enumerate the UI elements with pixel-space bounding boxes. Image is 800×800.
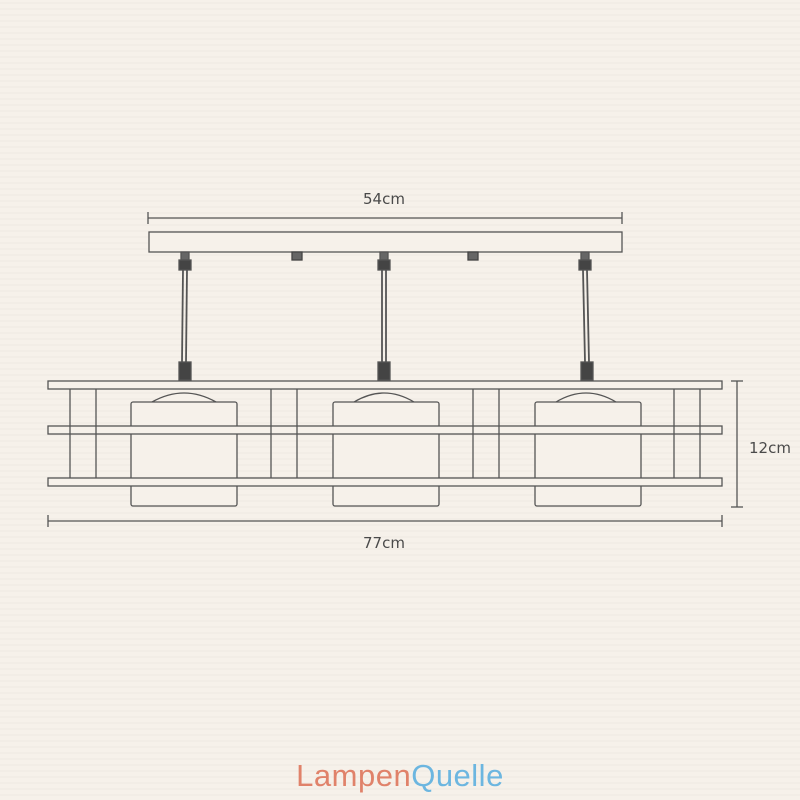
fixture-height-dimension-line [731, 380, 743, 508]
lamp-shade-right [534, 392, 642, 507]
lamp-shade-middle [332, 392, 440, 507]
canopy-width-label: 54cm [363, 190, 405, 208]
frame-rail-middle [47, 425, 723, 435]
frame-posts [69, 389, 701, 478]
ceiling-canopy [148, 231, 623, 253]
fixture-width-dimension-line [47, 515, 723, 527]
fixture-width-label: 77cm [363, 534, 405, 552]
lamp-shade-left [130, 392, 238, 507]
brand-logo-part1: Lampen [296, 758, 412, 793]
frame-rail-top [47, 380, 723, 390]
suspension-cable-left [178, 251, 192, 381]
frame-rail-bottom [47, 477, 723, 487]
suspension-cable-middle [377, 251, 391, 381]
suspension-cable-right [578, 251, 594, 381]
brand-logo: LampenQuelle [0, 758, 800, 794]
canopy-screws [291, 251, 479, 261]
fixture-frame [47, 380, 723, 487]
brand-logo-part2: Quelle [411, 758, 504, 793]
canopy-dimension-line [147, 212, 623, 224]
fixture-height-label: 12cm [749, 439, 791, 457]
